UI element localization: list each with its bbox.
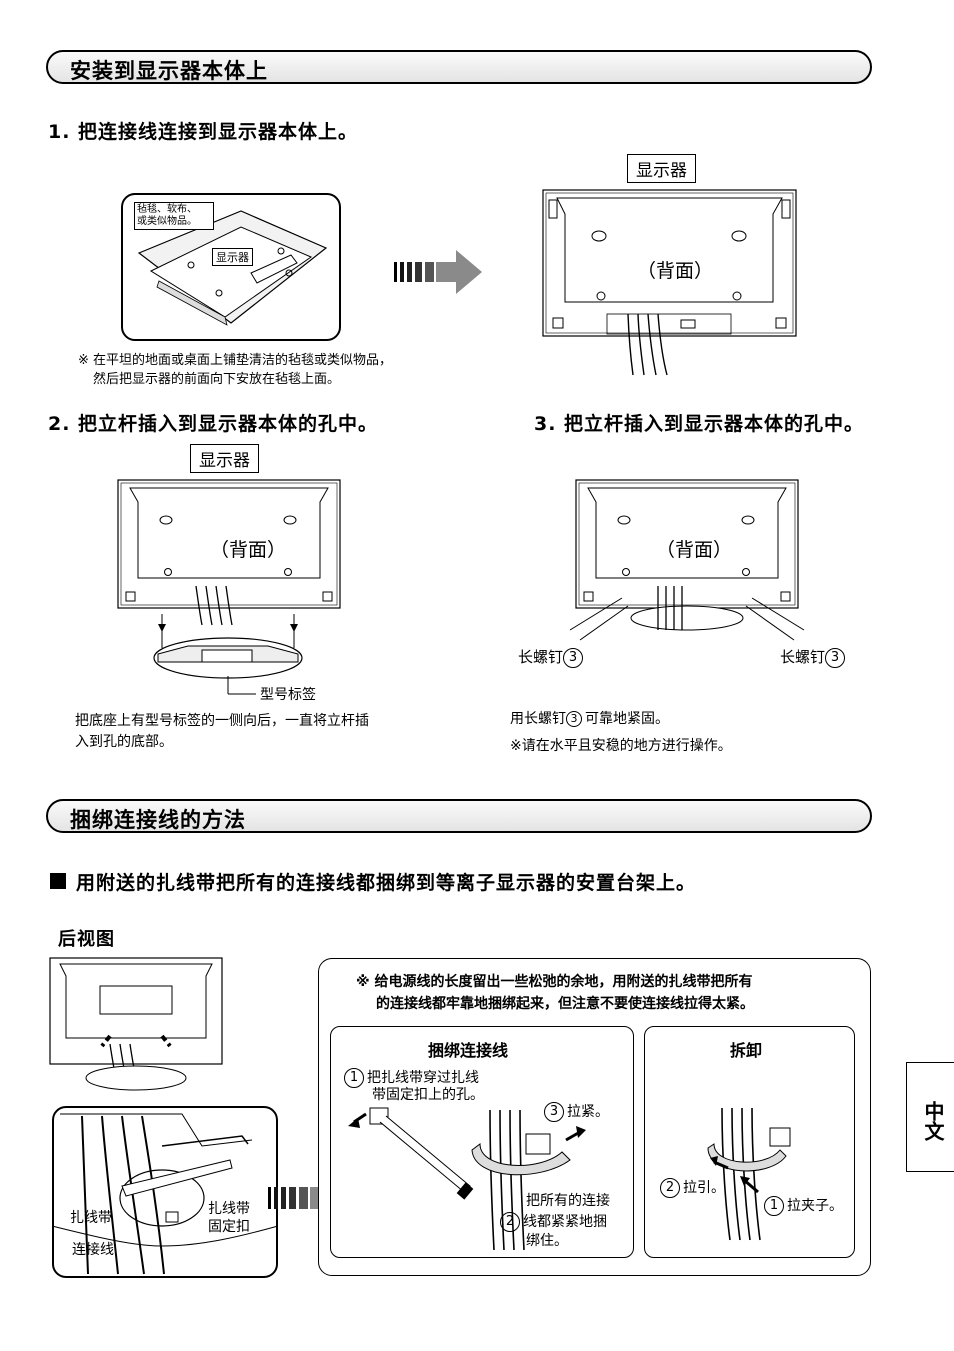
display-back-with-stand-illustration	[117, 479, 341, 695]
bind-panel	[330, 1026, 634, 1258]
step2-display-label-box: 显示器	[190, 444, 259, 473]
screw-num-left: 3	[563, 647, 584, 668]
screw-num-right: 3	[825, 647, 846, 668]
section-title: 捆绑连接线的方法	[70, 808, 246, 832]
bind-step1-num: 1	[344, 1068, 364, 1088]
remove-step1-text: 拉夹子。	[787, 1198, 843, 1214]
step1-note-line2: 然后把显示器的前面向下安放在毡毯上面。	[93, 372, 341, 387]
remove-tie-illustration	[707, 1107, 791, 1241]
step2-title: 2. 把立杆插入到显示器本体的孔中。	[48, 413, 379, 435]
display-label-small: 显示器	[212, 248, 253, 266]
label-tie-clip-line2: 固定扣	[208, 1219, 250, 1235]
label-tie-clip-line1: 扎线带	[208, 1201, 250, 1217]
mat-label: 毡毯、软布、 或类似物品。	[134, 202, 214, 230]
bind-step3-text: 拉紧。	[567, 1104, 609, 1120]
label-cable: 连接线	[72, 1242, 114, 1258]
section-header-bundle: 捆绑连接线的方法	[46, 799, 872, 833]
step3-title: 3. 把立杆插入到显示器本体的孔中。	[534, 413, 865, 435]
remove-step2-num: 2	[660, 1178, 680, 1198]
step1-note-line1: ※ 在平坦的地面或桌面上铺垫清洁的毡毯或类似物品，	[78, 353, 393, 368]
bind-step1-line2: 带固定扣上的孔。	[372, 1087, 484, 1103]
step3-back-label: （背面）	[656, 539, 733, 561]
step2-back-label: （背面）	[210, 539, 287, 561]
rear-view-illustration	[49, 957, 223, 1091]
section-header-install: 安装到显示器本体上	[46, 50, 872, 84]
cable-tie-detail-illustration	[51, 1113, 279, 1275]
section-title: 安装到显示器本体上	[70, 59, 268, 83]
language-tab-label: 中文	[921, 1101, 945, 1141]
step1-title: 1. 把连接线连接到显示器本体上。	[48, 121, 359, 143]
step3-desc-line2: ※请在水平且安稳的地方进行操作。	[510, 738, 732, 754]
rear-view-label: 后视图	[58, 929, 115, 950]
bullet-square-icon	[50, 873, 66, 889]
bind-step2-line3: 绑住。	[526, 1233, 568, 1249]
remove-panel	[644, 1026, 855, 1258]
remove-title: 拆卸	[730, 1041, 763, 1060]
display-back-illustration	[542, 189, 797, 376]
step3-desc-num: 3	[566, 711, 582, 727]
model-label: 型号标签	[260, 687, 316, 703]
bind-step3-num: 3	[544, 1102, 564, 1122]
back-label: （背面）	[637, 260, 714, 282]
arrow-right-icon	[394, 250, 482, 294]
bind-step2-num: 2	[500, 1212, 520, 1232]
label-cable-tie: 扎线带	[70, 1210, 112, 1226]
bundling-note-line2: 的连接线都牢靠地捆绑起来，但注意不要使连接线拉得太紧。	[376, 996, 754, 1012]
bind-step1-line1: 把扎线带穿过扎线	[367, 1070, 479, 1086]
step2-desc-line2: 入到孔的底部。	[75, 734, 173, 750]
bind-step2-line1: 把所有的连接	[526, 1193, 610, 1209]
bundling-headline: 用附送的扎线带把所有的连接线都捆绑到等离子显示器的安置台架上。	[76, 872, 697, 894]
step3-desc-b: 可靠地紧固。	[585, 711, 669, 727]
step3-desc-a: 用长螺钉	[510, 711, 566, 727]
bind-cable-illustration	[348, 1107, 586, 1251]
bundling-note-line1: ※ 给电源线的长度留出一些松弛的余地，用附送的扎线带把所有	[356, 974, 753, 990]
screw-label-left-text: 长螺钉	[518, 648, 564, 666]
display-label-box: 显示器	[627, 154, 696, 183]
display-back-with-screws-illustration	[569, 479, 805, 641]
remove-step1-num: 1	[764, 1196, 784, 1216]
bind-step2-line2: 线都紧紧地捆	[523, 1214, 607, 1230]
screw-label-right-text: 长螺钉	[780, 648, 826, 666]
remove-step2-text: 拉引。	[683, 1180, 725, 1196]
bind-title: 捆绑连接线	[428, 1041, 509, 1060]
language-tab: 中文	[906, 1062, 954, 1172]
step2-desc-line1: 把底座上有型号标签的一侧向后，一直将立杆插	[75, 713, 369, 729]
